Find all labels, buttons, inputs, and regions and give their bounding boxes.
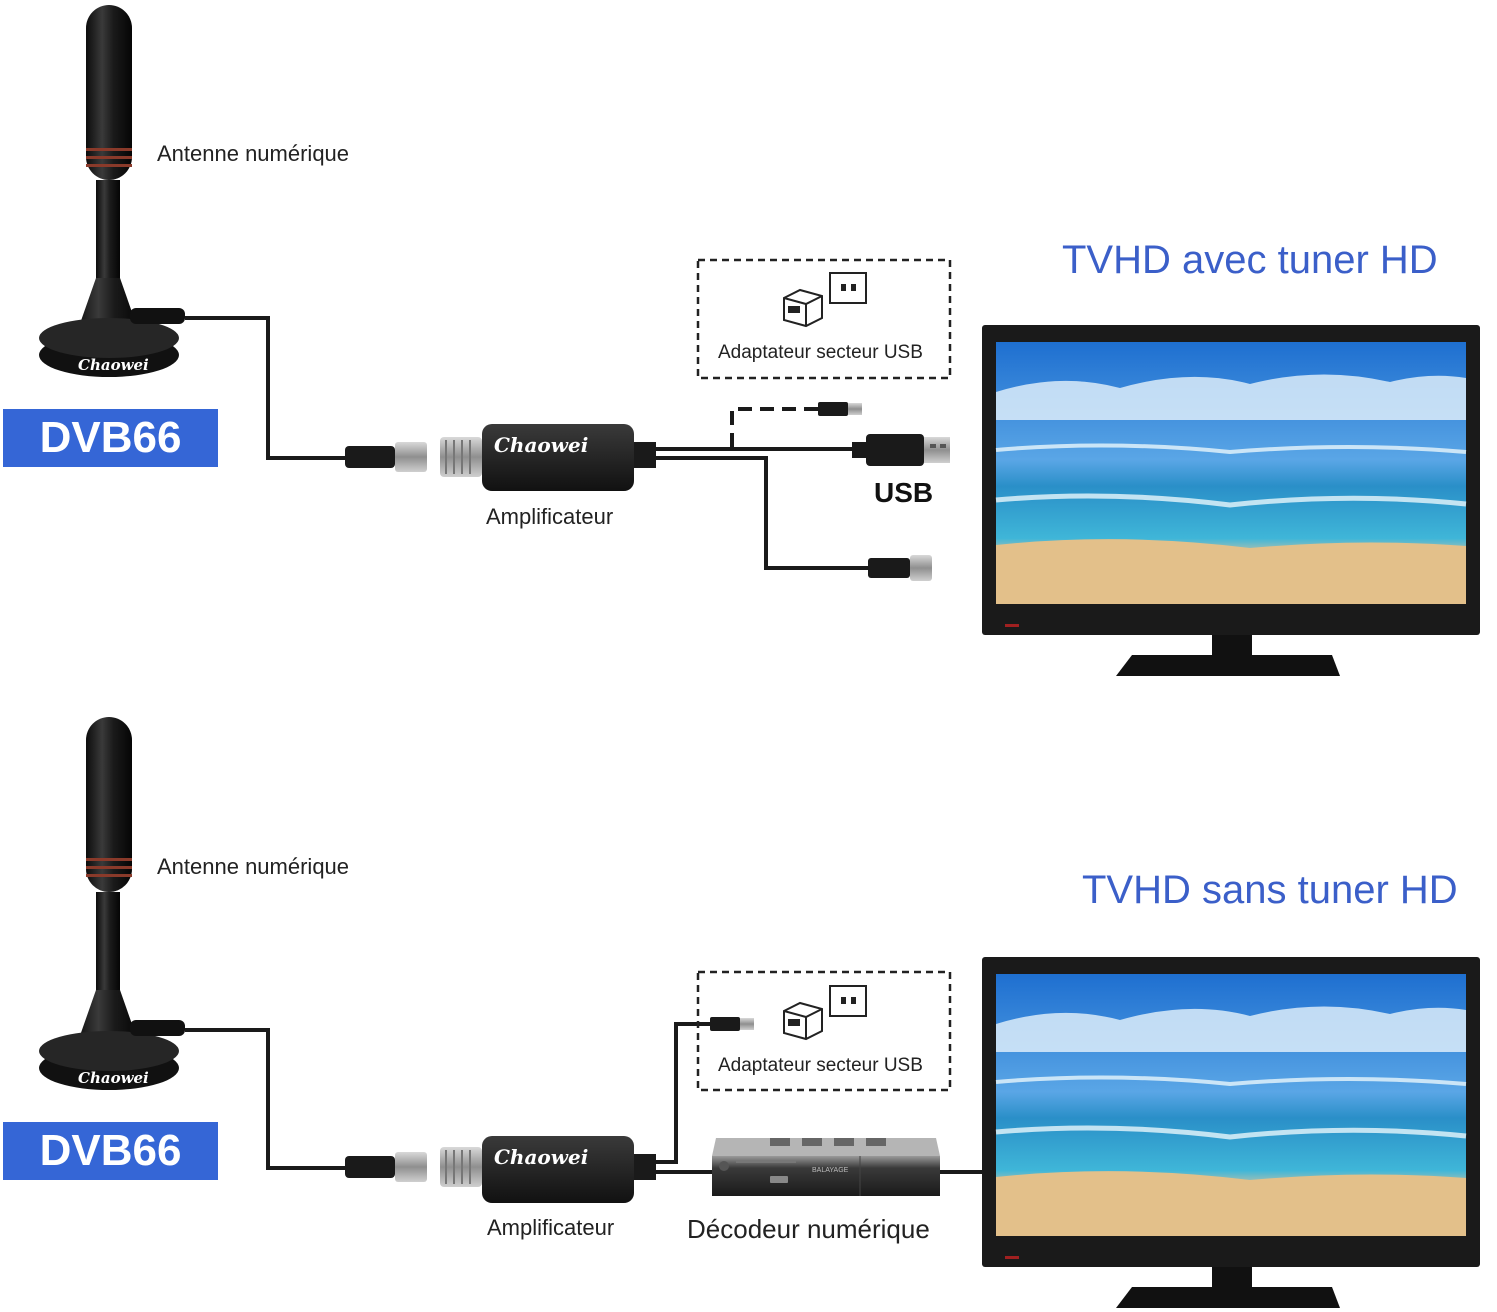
amplifier-icon: Chaowei	[482, 1136, 656, 1203]
coax-connector-icon	[345, 437, 482, 477]
power-adapter-icon	[783, 272, 867, 328]
antenna-label: Antenne numérique	[157, 141, 350, 166]
antenna-label: Antenne numérique	[157, 854, 350, 879]
svg-text:Chaowei: Chaowei	[494, 1145, 588, 1169]
decoder-box-icon: BALAYAGE	[712, 1138, 940, 1196]
coax-connector-icon	[868, 555, 932, 581]
diagram-top: Chaowei Chaowei	[39, 5, 1480, 676]
tv-title: TVHD sans tuner HD	[1082, 868, 1458, 912]
adapter-box	[696, 258, 952, 380]
decoder-label: Décodeur numérique	[687, 1214, 930, 1244]
usb-plug-icon	[710, 1017, 754, 1031]
adapter-label: Adaptateur secteur USB	[718, 1055, 923, 1076]
usb-plug-icon	[818, 402, 862, 416]
tv-icon	[982, 325, 1480, 676]
adapter-box	[696, 970, 952, 1092]
decoder-brand: BALAYAGE	[812, 1167, 849, 1174]
tv-icon	[982, 957, 1480, 1308]
model-badge: DVB66	[3, 409, 218, 467]
amplifier-icon: Chaowei	[482, 424, 656, 491]
amplifier-label: Amplificateur	[487, 1215, 615, 1240]
amplifier-label: Amplificateur	[486, 504, 614, 529]
antenna-icon: Chaowei	[39, 717, 185, 1090]
power-adapter-icon	[783, 985, 867, 1041]
svg-text:Chaowei: Chaowei	[494, 433, 588, 457]
adapter-label: Adaptateur secteur USB	[718, 342, 923, 363]
svg-text:Chaowei: Chaowei	[78, 1069, 149, 1087]
model-badge: DVB66	[3, 1122, 218, 1180]
usb-label: USB	[874, 477, 934, 508]
coax-connector-icon	[345, 1147, 482, 1187]
diagram-bottom: Chaowei Chaowei	[39, 717, 1480, 1308]
antenna-icon: Chaowei	[39, 5, 185, 377]
tv-title: TVHD avec tuner HD	[1062, 238, 1438, 282]
svg-text:Chaowei: Chaowei	[78, 356, 149, 374]
usb-plug-icon	[852, 434, 950, 466]
